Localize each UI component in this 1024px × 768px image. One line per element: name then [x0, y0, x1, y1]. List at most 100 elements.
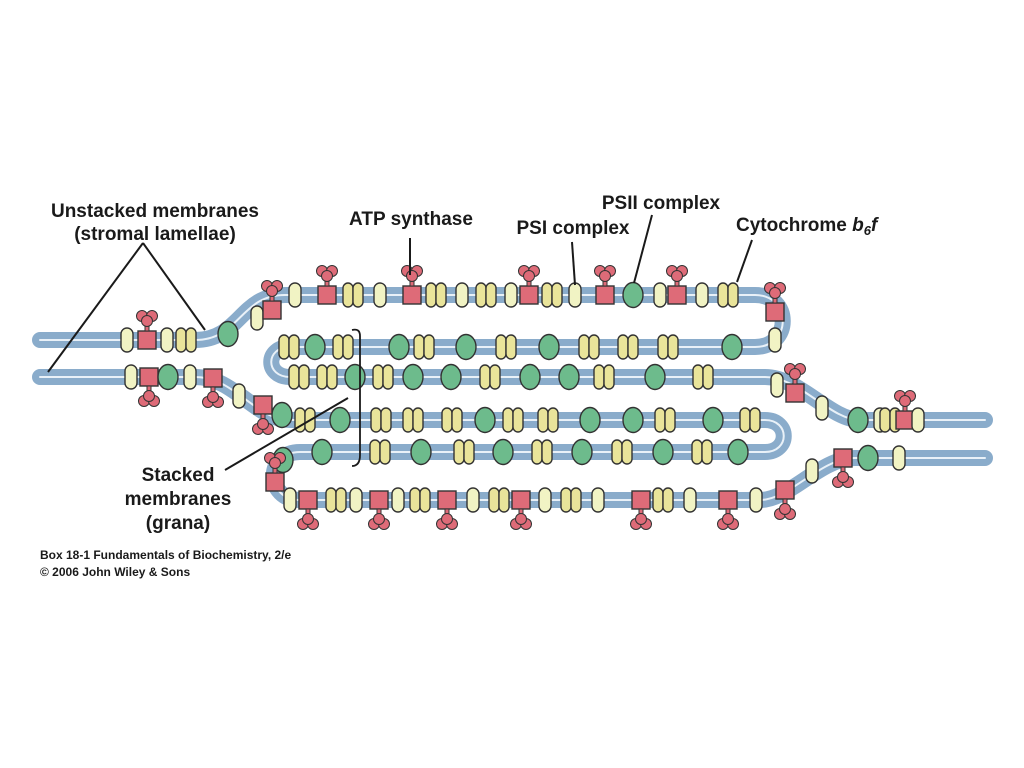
- psi-complex: [441, 407, 463, 433]
- cytochrome-prefix: Cytochrome: [736, 215, 852, 236]
- cytochrome-b6f: [504, 282, 518, 308]
- atp-synthase: [138, 367, 160, 407]
- psi-complex: [488, 487, 510, 513]
- atp-synthase: [510, 490, 532, 530]
- atp-synthase: [764, 282, 786, 322]
- psi-complex: [278, 334, 300, 360]
- cytochrome-b6f: [250, 305, 264, 331]
- psii-complex: [410, 438, 432, 466]
- cytochrome-b6f: [466, 487, 480, 513]
- psii-complex: [727, 438, 749, 466]
- cytochrome-b6f: [232, 383, 246, 409]
- cytochrome-b6f: [538, 487, 552, 513]
- psi-complex: [370, 407, 392, 433]
- membrane-proteins: [120, 265, 925, 530]
- cytochrome-b6f: [591, 487, 605, 513]
- cytochrome-sub: 6: [864, 223, 872, 238]
- cytochrome-b6f: [911, 407, 925, 433]
- psii-complex: [271, 401, 293, 429]
- psi-complex: [294, 407, 316, 433]
- psi-complex-label: PSI complex: [517, 218, 630, 239]
- psi-complex: [652, 487, 674, 513]
- atp-synthase: [368, 490, 390, 530]
- psii-complex: [721, 333, 743, 361]
- grana-label: (grana): [146, 513, 210, 534]
- atp-synthase: [202, 368, 224, 408]
- psii-complex: [847, 406, 869, 434]
- psi-complex: [502, 407, 524, 433]
- cytochrome-b6f: [892, 445, 906, 471]
- psii-complex: [857, 444, 879, 472]
- psi-complex: [691, 439, 713, 465]
- psii-complex: [304, 333, 326, 361]
- cytochrome-b6f: [749, 487, 763, 513]
- psii-complex: [388, 333, 410, 361]
- atp-synthase: [401, 265, 423, 305]
- psi-complex: [654, 407, 676, 433]
- psii-complex: [440, 363, 462, 391]
- cytochrome-b6f: [455, 282, 469, 308]
- psii-complex: [344, 363, 366, 391]
- psii-complex: [702, 406, 724, 434]
- atp-synthase: [717, 490, 739, 530]
- atp-synthase: [261, 280, 283, 320]
- psi-complex: [611, 439, 633, 465]
- psi-complex: [402, 407, 424, 433]
- psii-complex: [492, 438, 514, 466]
- psi-complex: [475, 282, 497, 308]
- cytochrome-b6f: [683, 487, 697, 513]
- psii-complex: [571, 438, 593, 466]
- cytochrome-b6f: [768, 327, 782, 353]
- atp-synthase: [594, 265, 616, 305]
- psii-complex: [538, 333, 560, 361]
- atp-synthase: [316, 265, 338, 305]
- psi-complex: [479, 364, 501, 390]
- psi-complex: [657, 334, 679, 360]
- unstacked-membranes-label: Unstacked membranes: [51, 201, 259, 222]
- cytochrome-b: b: [852, 215, 864, 236]
- psii-complex: [622, 406, 644, 434]
- atp-synthase: [518, 265, 540, 305]
- psi-complex: [325, 487, 347, 513]
- psi-complex: [372, 364, 394, 390]
- psi-complex: [175, 327, 197, 353]
- psi-complex: [578, 334, 600, 360]
- membranes-label: membranes: [125, 489, 232, 510]
- psi-complex: [369, 439, 391, 465]
- atp-synthase: [436, 490, 458, 530]
- psi-complex: [560, 487, 582, 513]
- cytochrome-b6f: [815, 395, 829, 421]
- psi-complex: [413, 334, 435, 360]
- atp-synthase: [774, 480, 796, 520]
- psi-complex: [495, 334, 517, 360]
- psi-complex: [717, 282, 739, 308]
- cytochrome-b6f: [288, 282, 302, 308]
- psii-complex: [455, 333, 477, 361]
- psi-complex: [425, 282, 447, 308]
- cytochrome-b6f: [160, 327, 174, 353]
- stacked-label: Stacked: [142, 465, 215, 486]
- psi-complex: [288, 364, 310, 390]
- psii-complex: [644, 363, 666, 391]
- stromal-lamellae-label: (stromal lamellae): [74, 224, 236, 245]
- cytochrome-b6f: [695, 282, 709, 308]
- cytochrome-b6f: [568, 282, 582, 308]
- atp-synthase: [784, 363, 806, 403]
- psii-complex: [579, 406, 601, 434]
- psi-complex: [453, 439, 475, 465]
- cytochrome-b6f: [805, 458, 819, 484]
- psi-complex: [342, 282, 364, 308]
- cytochrome-b6f-label: Cytochrome b6f: [736, 215, 879, 238]
- caption: Box 18-1 Fundamentals of Biochemistry, 2…: [40, 548, 292, 579]
- atp-synthase: [832, 448, 854, 488]
- cytochrome-b6f: [120, 327, 134, 353]
- psii-complex-label: PSII complex: [602, 193, 721, 214]
- atp-synthase: [264, 452, 286, 492]
- psi-complex: [593, 364, 615, 390]
- cytochrome-b6f: [770, 372, 784, 398]
- psii-complex: [519, 363, 541, 391]
- cytochrome-f: f: [871, 215, 879, 236]
- psii-complex: [311, 438, 333, 466]
- atp-synthase: [252, 395, 274, 435]
